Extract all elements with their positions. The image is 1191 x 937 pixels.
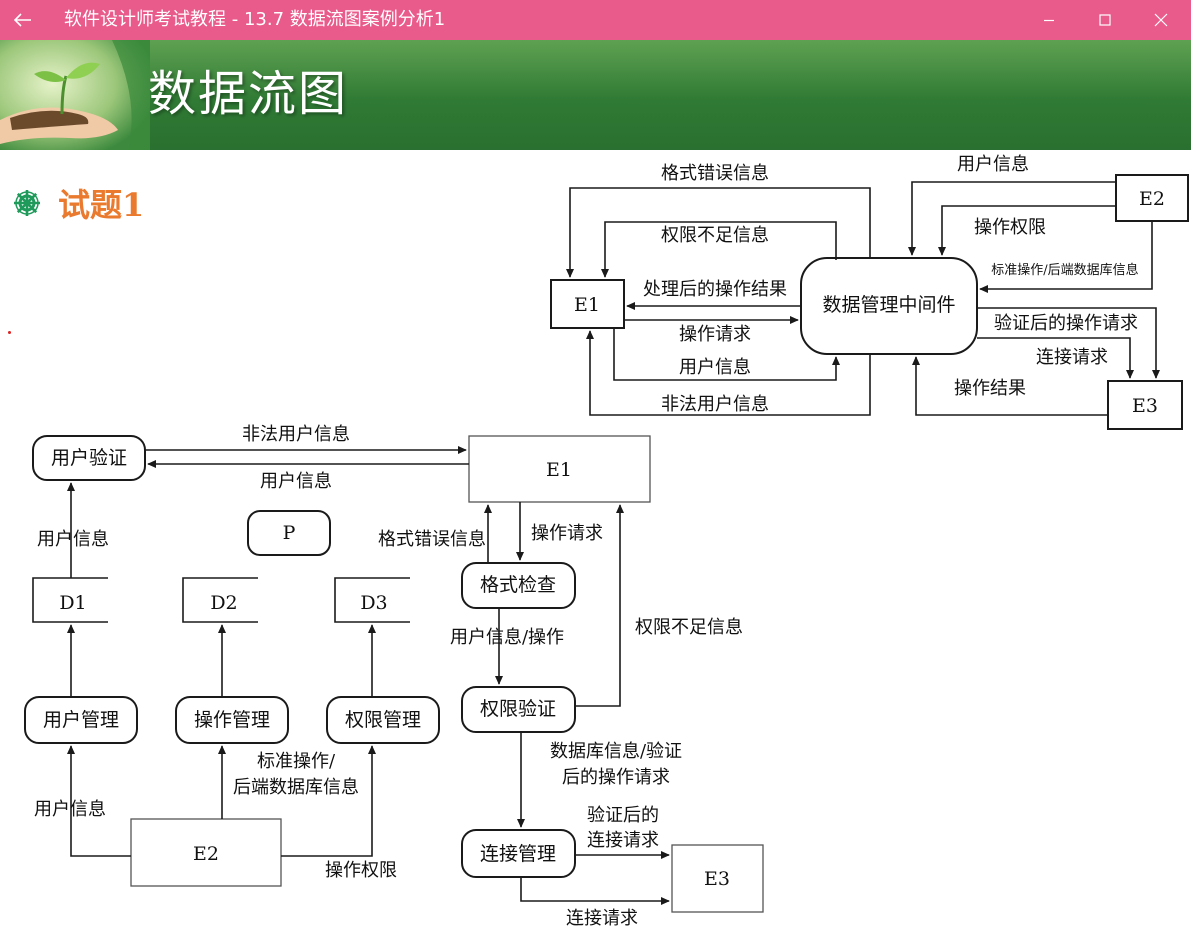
l1-flow-e2-op-permission — [281, 745, 377, 857]
ctx-label-user-info-e1: 用户信息 — [679, 357, 751, 378]
proc-conn-mgmt-label: 连接管理 — [480, 843, 556, 865]
slide-heading: 数据流图 — [148, 66, 349, 122]
l1-label-db-info-1: 数据库信息/验证 — [550, 741, 682, 762]
title-bar: 软件设计师考试教程 - 13.7 数据流图案例分析1 — [0, 0, 1191, 40]
window-title: 软件设计师考试教程 - 13.7 数据流图案例分析1 — [64, 9, 446, 30]
maximize-icon — [1099, 14, 1111, 26]
proc-legend-p-label: P — [283, 522, 296, 544]
proc-format-check — [461, 562, 576, 609]
proc-user-mgmt-label: 用户管理 — [43, 709, 119, 731]
ext-e1-label: E1 — [546, 459, 572, 481]
l1-flow-perm-insufficient — [575, 504, 625, 707]
store-d3-label: D3 — [360, 592, 387, 614]
ctx-e1-label: E1 — [574, 294, 600, 316]
ctx-e2-box — [1115, 174, 1189, 222]
ctx-flow-perm-insufficient — [600, 221, 837, 278]
l1-label-user-info-op: 用户信息/操作 — [450, 627, 564, 648]
ctx-label-op-request: 操作请求 — [679, 324, 751, 345]
minimize-button[interactable] — [1021, 0, 1077, 40]
proc-user-verify-label: 用户验证 — [51, 447, 127, 469]
proc-perm-mgmt — [326, 696, 440, 744]
store-d3 — [334, 577, 410, 623]
l1-label-format-error: 格式错误信息 — [378, 529, 486, 550]
ext-e1-box — [468, 435, 651, 503]
maximize-button[interactable] — [1077, 0, 1133, 40]
l1-label-std-op-2: 后端数据库信息 — [233, 777, 359, 798]
context-diagram: E1 数据管理中间件 E2 E3 格式错误信息 权限不足信息 处理后的操作结果 … — [550, 154, 1189, 430]
l1-flow-conn-request — [520, 877, 670, 906]
l1-label-d1-user-info: 用户信息 — [37, 529, 109, 550]
l1-label-verified-conn-2: 连接请求 — [587, 830, 659, 851]
ctx-e2-label: E2 — [1139, 188, 1165, 210]
ctx-label-perm-insufficient: 权限不足信息 — [661, 225, 769, 246]
store-d2-label: D2 — [210, 592, 237, 614]
ctx-flow-op-result — [911, 356, 1108, 416]
ctx-flow-illegal-user — [585, 330, 871, 416]
l1-label-conn-request: 连接请求 — [566, 908, 638, 929]
laser-dot — [8, 331, 11, 334]
proc-legend-p — [247, 510, 331, 556]
slide-banner: 数据流图 — [0, 40, 1191, 150]
l1-label-illegal-user: 非法用户信息 — [242, 424, 350, 445]
ctx-flow-conn-request — [977, 337, 1135, 379]
l1-label-db-info-2: 后的操作请求 — [562, 767, 670, 788]
store-d1 — [32, 577, 108, 623]
ext-e3-box — [671, 844, 764, 913]
proc-conn-mgmt — [461, 829, 576, 878]
question-title: 试题1 — [58, 186, 145, 224]
ctx-e3-box — [1107, 380, 1183, 430]
ctx-flow-std-op-db — [979, 221, 1153, 294]
proc-user-mgmt — [24, 696, 138, 744]
ctx-label-std-op-db: 标准操作/后端数据库信息 — [991, 262, 1138, 278]
ctx-flow-user-info-e1 — [613, 328, 841, 381]
ctx-label-processed-result: 处理后的操作结果 — [643, 279, 787, 300]
ext-e2-label: E2 — [193, 843, 219, 865]
proc-perm-verify-label: 权限验证 — [480, 698, 556, 720]
back-arrow-icon — [14, 13, 31, 27]
store-d1-label: D1 — [59, 592, 86, 614]
l1-label-op-permission: 操作权限 — [325, 860, 397, 881]
proc-op-mgmt — [175, 696, 289, 744]
l1-label-op-request: 操作请求 — [531, 523, 603, 544]
question-heading: 试题1 — [12, 178, 144, 228]
close-button[interactable] — [1133, 0, 1189, 40]
ctx-label-op-permission: 操作权限 — [974, 217, 1046, 238]
proc-user-verify — [32, 435, 146, 481]
wheel-bullet-icon — [14, 190, 40, 216]
ctx-label-illegal-user: 非法用户信息 — [661, 394, 769, 415]
ext-e3-label: E3 — [704, 868, 730, 890]
back-button[interactable] — [0, 0, 46, 40]
ctx-flow-user-info-e2 — [907, 181, 1116, 256]
ctx-e1-box — [550, 279, 625, 329]
seedling-hand-image — [0, 40, 150, 150]
ctx-flow-op-permission — [937, 205, 1116, 256]
ctx-e3-label: E3 — [1132, 395, 1158, 417]
proc-format-check-label: 格式检查 — [480, 574, 556, 596]
ext-e2-box — [130, 818, 282, 887]
l1-label-user-info-to-e1: 用户信息 — [260, 471, 332, 492]
level1-diagram: 用户验证 E1 非法用户信息 用户信息 P 用户信息 D1 D2 D3 用户管理… — [24, 424, 764, 929]
ctx-label-format-error: 格式错误信息 — [661, 163, 769, 184]
l1-label-e2-user-info: 用户信息 — [34, 799, 106, 820]
close-icon — [1154, 13, 1168, 27]
ctx-label-conn-request: 连接请求 — [1036, 347, 1108, 368]
ctx-label-op-result: 操作结果 — [954, 378, 1026, 399]
ctx-label-user-info-e2: 用户信息 — [957, 154, 1029, 175]
proc-perm-verify — [461, 686, 576, 733]
store-d2 — [182, 577, 258, 623]
l1-label-std-op-1: 标准操作/ — [257, 751, 336, 772]
ctx-flow-format-error — [565, 187, 871, 278]
proc-op-mgmt-label: 操作管理 — [194, 709, 270, 731]
ctx-flow-verified-request — [977, 307, 1161, 379]
l1-flow-e2-user-info — [66, 745, 131, 857]
ctx-label-verified-request: 验证后的操作请求 — [994, 313, 1138, 334]
ctx-middleware-label: 数据管理中间件 — [822, 294, 955, 316]
minimize-icon — [1044, 19, 1054, 22]
l1-label-verified-conn-1: 验证后的 — [587, 805, 659, 826]
l1-label-perm-insufficient: 权限不足信息 — [635, 617, 743, 638]
proc-perm-mgmt-label: 权限管理 — [345, 709, 421, 731]
